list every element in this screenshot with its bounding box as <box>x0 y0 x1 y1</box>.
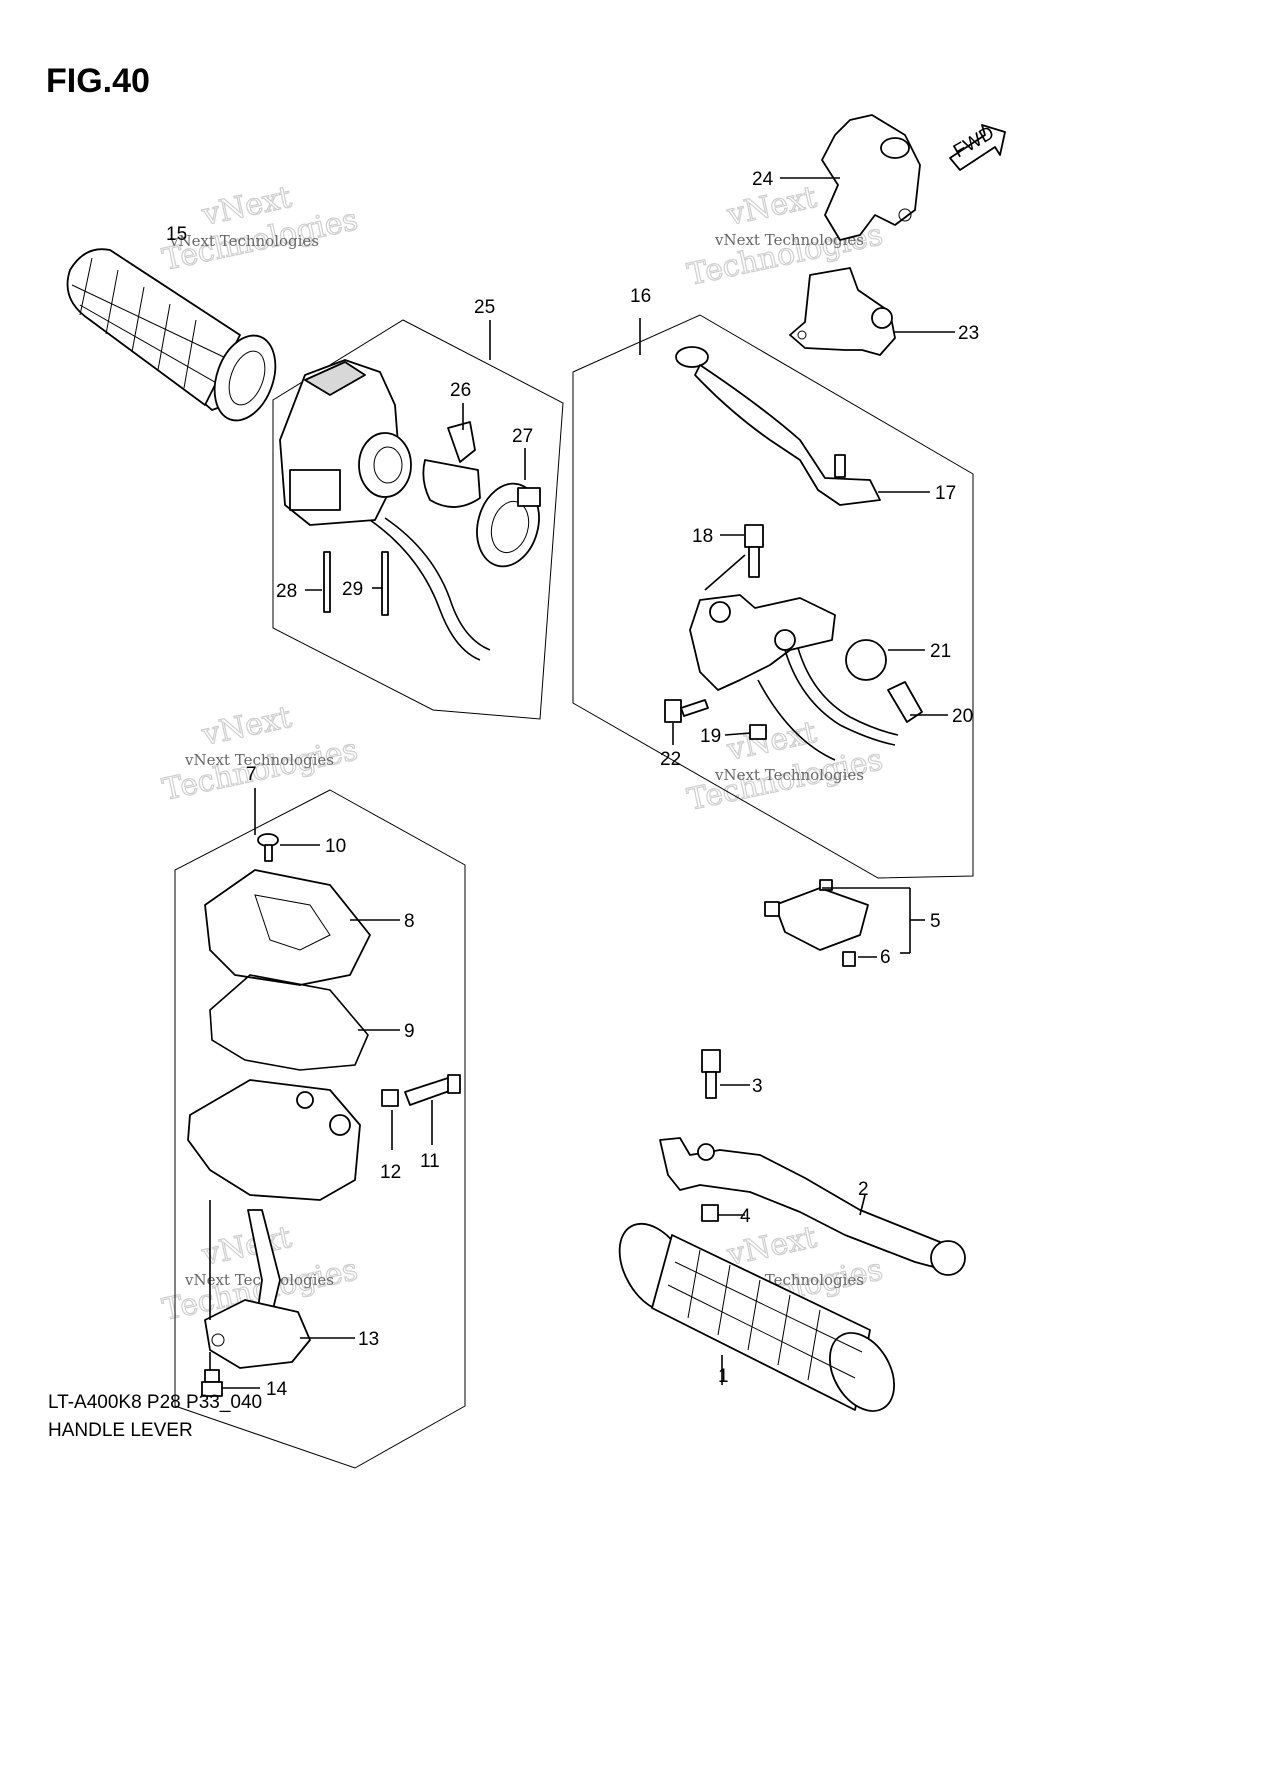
grip-right <box>618 1222 895 1412</box>
callout-22: 22 <box>660 749 681 770</box>
nut-4 <box>701 1204 719 1222</box>
bolt-14 <box>201 1369 223 1397</box>
figure-name: HANDLE LEVER <box>48 1420 193 1441</box>
callout-17: 17 <box>935 483 956 504</box>
throttle-case <box>187 1079 361 1331</box>
switch-housing <box>279 359 541 661</box>
bolt-11 <box>404 1074 461 1106</box>
gasket-9 <box>209 974 369 1071</box>
callout-24: 24 <box>752 169 774 190</box>
frame-switch-assembly-25 <box>272 319 564 720</box>
cover-13 <box>204 1299 311 1369</box>
leader-lines <box>209 177 955 1389</box>
frame-lever-assembly-16 <box>572 314 974 879</box>
lever-holder <box>689 594 899 761</box>
callout-9: 9 <box>404 1021 415 1042</box>
callout-15: 15 <box>166 224 187 245</box>
clutch-lever-17 <box>675 346 881 506</box>
callout-6: 6 <box>880 947 891 968</box>
forward-arrow: FWD <box>949 123 1006 171</box>
nut-19 <box>749 724 767 740</box>
watermark-3: vNext Technologies vNext Technologies <box>159 699 362 808</box>
brake-lever-2 <box>659 1137 966 1276</box>
callout-26: 26 <box>450 380 471 401</box>
callout-18: 18 <box>692 526 713 547</box>
svg-text:vNext Technologies: vNext Technologies <box>714 766 864 784</box>
svg-text:vNext Technologies: vNext Technologies <box>169 232 319 250</box>
svg-text:vNext: vNext <box>198 1220 294 1273</box>
bolt-3 <box>701 1049 721 1099</box>
callout-25: 25 <box>474 297 495 318</box>
callout-10: 10 <box>325 836 346 857</box>
pivot-bolt-18 <box>744 524 764 578</box>
callout-numbers: 1 2 3 4 5 6 7 8 9 10 11 12 13 14 15 16 1… <box>166 169 979 1400</box>
callout-21: 21 <box>930 641 951 662</box>
svg-text:vNext Technologies: vNext Technologies <box>184 751 334 769</box>
switch-5 <box>764 879 869 951</box>
callout-28: 28 <box>276 581 297 602</box>
screw-10 <box>257 833 279 862</box>
callout-19: 19 <box>700 726 721 747</box>
screw-6 <box>842 951 856 967</box>
callout-2: 2 <box>858 1179 869 1200</box>
cable-bracket-23 <box>789 267 896 356</box>
callout-16: 16 <box>630 286 651 307</box>
cover-21 <box>845 639 887 681</box>
bolt-22 <box>664 699 709 723</box>
callout-13: 13 <box>358 1329 379 1350</box>
svg-text:vNext: vNext <box>198 700 294 753</box>
callout-20: 20 <box>952 706 973 727</box>
callout-7: 7 <box>246 764 257 785</box>
svg-text:vNext Technologies: vNext Technologies <box>184 1271 334 1289</box>
upper-bracket-24 <box>821 114 921 241</box>
cover-8 <box>204 869 371 986</box>
callout-11: 11 <box>420 1151 440 1172</box>
grip-left <box>66 248 277 422</box>
callout-23: 23 <box>958 323 979 344</box>
callout-29: 29 <box>342 579 363 600</box>
callout-8: 8 <box>404 911 415 932</box>
watermark-1: vNext Technologies vNext Technologies <box>159 179 362 278</box>
callout-4: 4 <box>740 1206 751 1227</box>
svg-text:vNext Technologies: vNext Technologies <box>714 231 864 249</box>
svg-text:Technologies: Technologies <box>159 732 360 808</box>
model-code: LT-A400K8 P28 P33_040 <box>48 1392 263 1413</box>
bolt-20 <box>887 681 923 723</box>
figure-title: FIG.40 <box>46 62 150 100</box>
callout-5: 5 <box>930 911 941 932</box>
nut-12 <box>381 1089 399 1107</box>
svg-text:vNext: vNext <box>723 1220 819 1273</box>
callout-3: 3 <box>752 1076 763 1097</box>
frame-throttle-assembly-7 <box>174 789 466 1469</box>
callout-27: 27 <box>512 426 533 447</box>
callout-14: 14 <box>266 1379 288 1400</box>
callout-12: 12 <box>380 1162 401 1183</box>
callout-1: 1 <box>718 1366 729 1387</box>
